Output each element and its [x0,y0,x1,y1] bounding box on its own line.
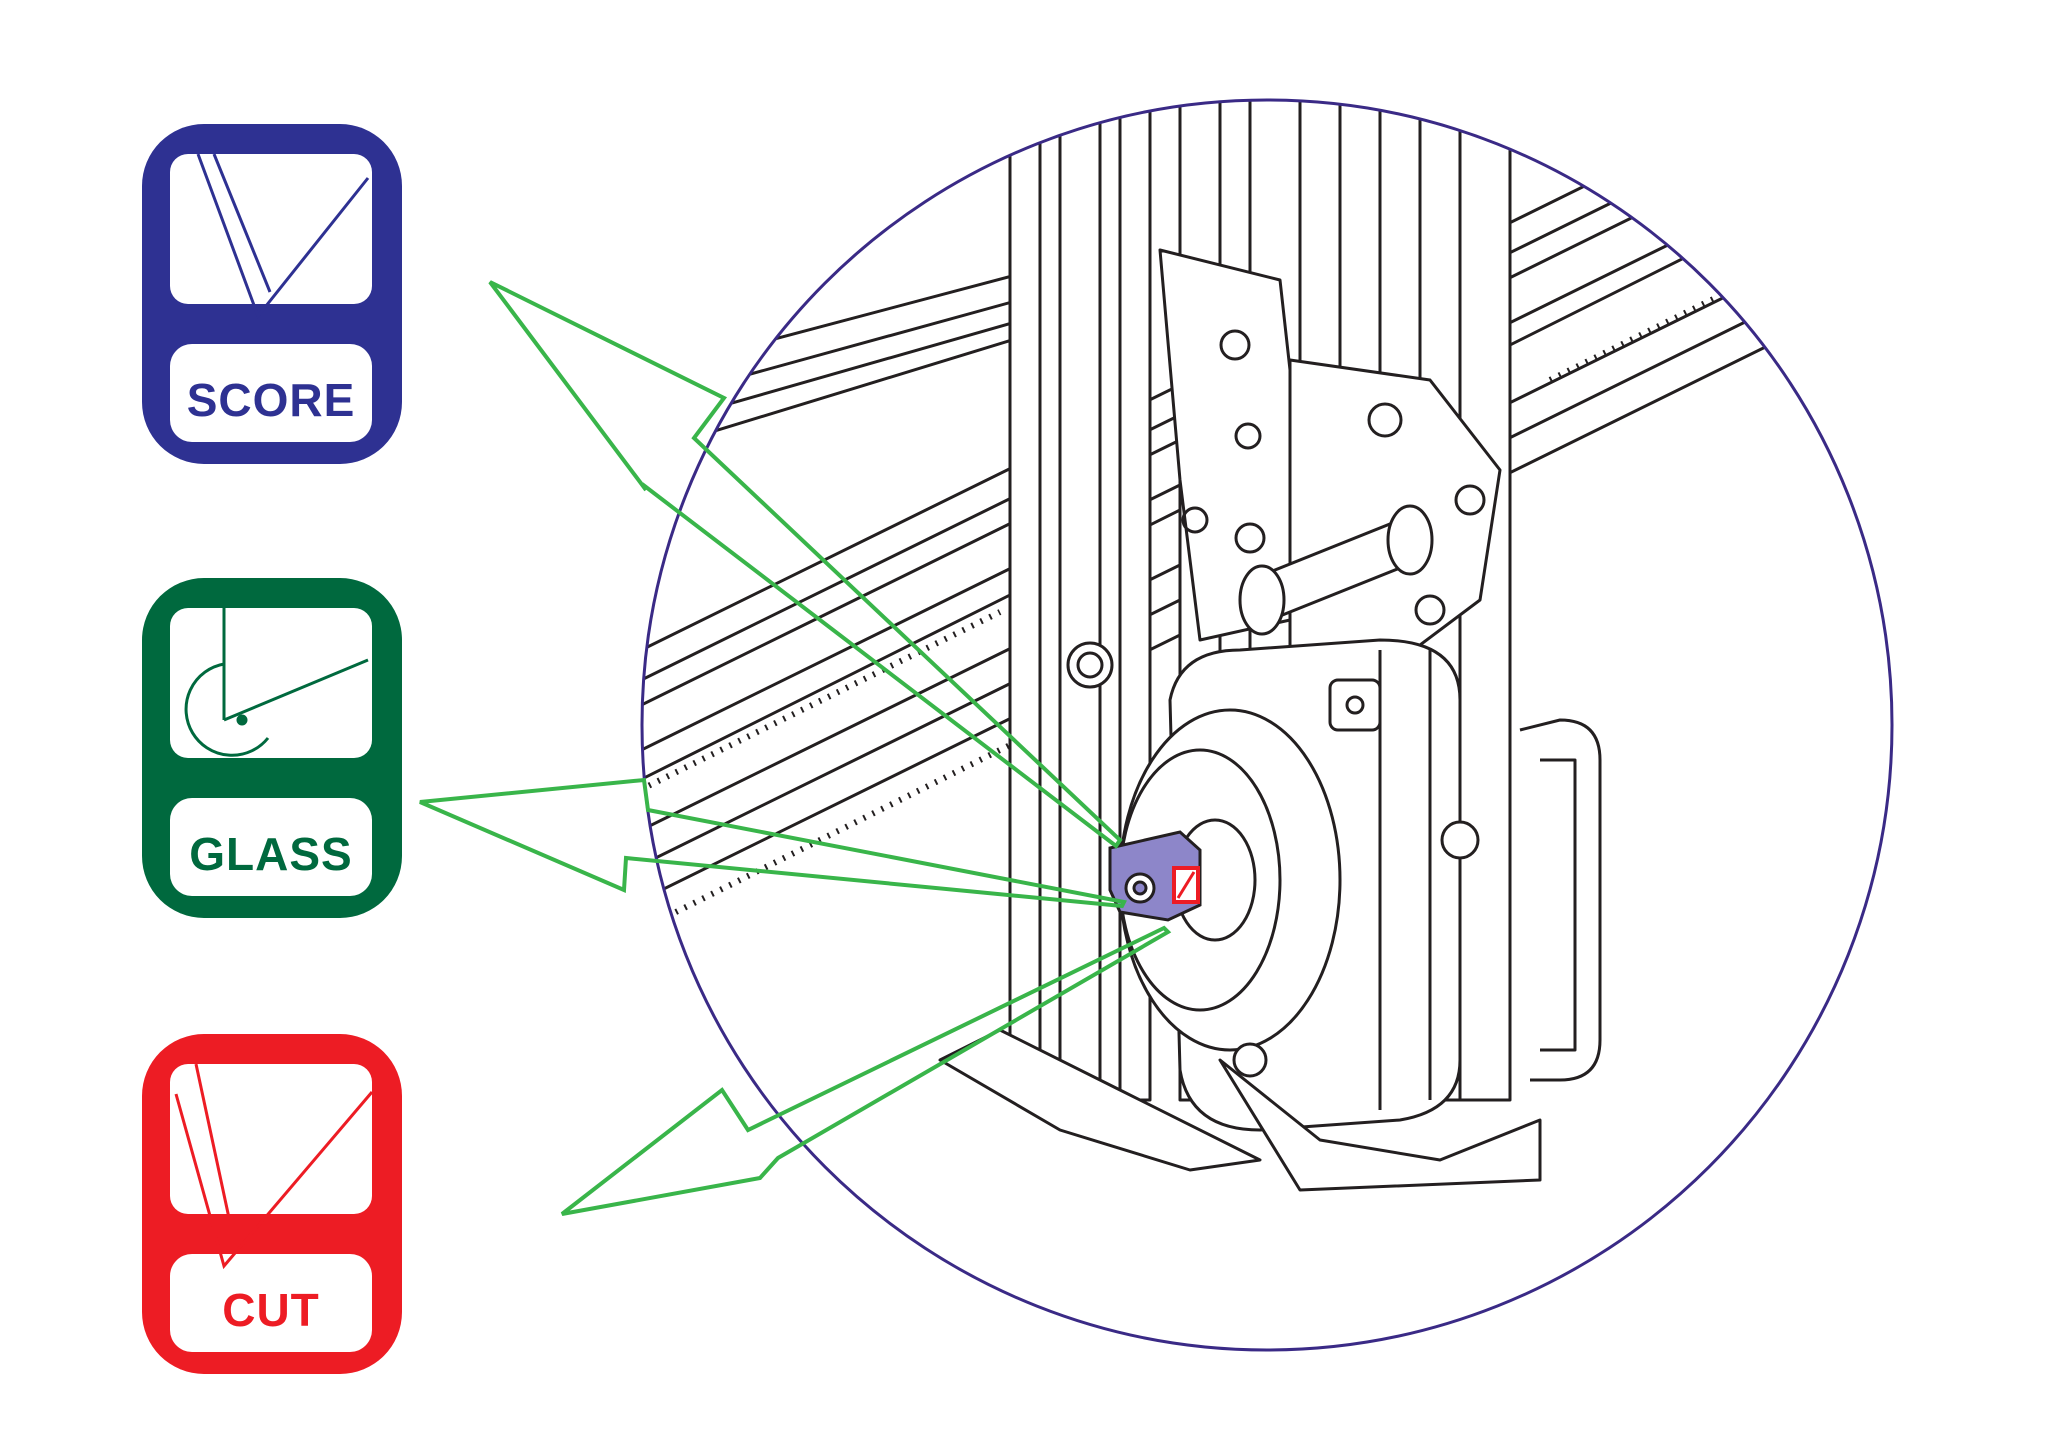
cut-label: CUT [222,1284,320,1336]
glass-arrow [419,777,1127,909]
score-badge: SCORE [142,124,402,464]
cylinder [1238,504,1434,636]
fittings [1066,641,1480,1078]
glass-label: GLASS [189,828,352,880]
score-icon [196,153,370,320]
cut-arrow [560,925,1172,1216]
cut-badge: CUT [142,1034,402,1374]
cut-icon [174,1063,374,1270]
pointer-arrows [419,280,1172,1216]
score-label: SCORE [187,374,356,426]
zoom-detail [640,98,1894,1352]
glass-badge: GLASS [142,578,402,918]
head-housing [938,638,1602,1192]
glass-icon [184,608,369,757]
score-arrow [488,280,1123,849]
mode-selector-knob-icon [1108,830,1202,922]
